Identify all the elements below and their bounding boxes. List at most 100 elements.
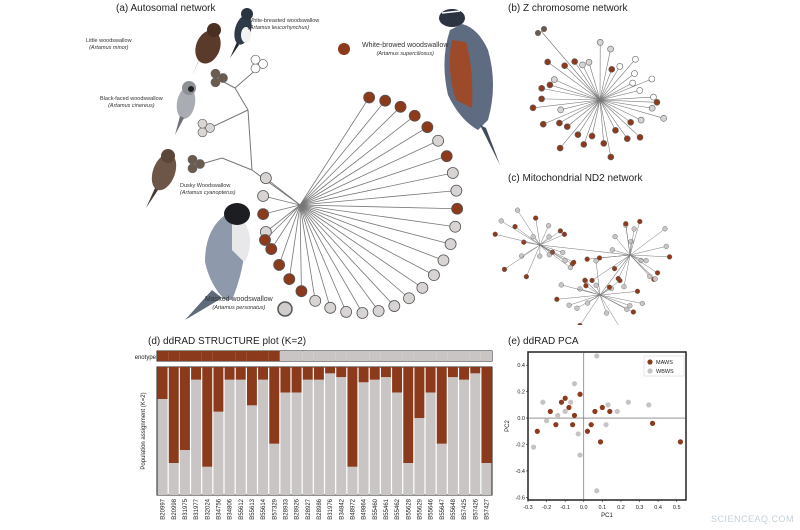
phenotype-cell xyxy=(358,351,370,361)
z-outgroup-node xyxy=(535,30,541,36)
structure-bar-wbws xyxy=(179,450,190,495)
legend-white-browed-woodswallow: White-browed woodswallow(Artamus superci… xyxy=(362,42,449,57)
sample-label: B57426 xyxy=(473,498,479,519)
autosomal-tip-node xyxy=(379,94,392,107)
sample-label: B55646 xyxy=(429,498,435,519)
z-tip-node xyxy=(596,39,604,46)
autosomal-tip-node xyxy=(421,121,434,134)
pca-legend-swatch xyxy=(647,368,653,374)
mito-node xyxy=(631,226,637,232)
pca-point-wbws xyxy=(568,399,574,405)
pca-point-maws xyxy=(588,422,594,428)
panel-b-title: (b) Z chromosome network xyxy=(508,3,628,14)
z-tip-node xyxy=(648,104,656,112)
structure-bar-maws xyxy=(459,367,470,380)
structure-bar-wbws xyxy=(325,373,336,495)
phenotype-cell xyxy=(235,351,247,361)
mito-node xyxy=(593,282,599,288)
mito-node xyxy=(624,306,630,312)
z-tip-node xyxy=(632,55,639,63)
pca-point-maws xyxy=(677,439,684,445)
pca-point-maws xyxy=(649,420,656,426)
mito-node xyxy=(643,258,649,264)
mito-node xyxy=(634,288,641,294)
structure-bar-wbws xyxy=(168,463,179,495)
autosomal-tip-node xyxy=(273,259,286,271)
pca-point-maws xyxy=(592,408,598,415)
autosomal-tip-node xyxy=(408,109,421,122)
pca-legend-label: MAWS xyxy=(656,360,673,366)
mito-node xyxy=(652,276,658,282)
panel-e-title: (e) ddRAD PCA xyxy=(508,336,579,347)
pca-point-wbws xyxy=(646,402,652,408)
structure-bar-maws xyxy=(358,367,369,383)
z-tip-node xyxy=(544,58,551,66)
z-tip-node xyxy=(627,119,634,126)
structure-bar-wbws xyxy=(246,405,257,495)
outgroup-node xyxy=(195,159,205,169)
structure-bar-maws xyxy=(157,367,168,399)
pca-point-wbws xyxy=(562,408,568,415)
structure-bar-maws xyxy=(447,367,458,378)
mito-node xyxy=(545,223,552,229)
structure-bar-wbws xyxy=(436,443,447,495)
pca-point-wbws xyxy=(614,408,620,415)
pca-point-wbws xyxy=(605,402,611,408)
mito-node xyxy=(557,228,563,234)
phenotype-cell xyxy=(380,351,392,361)
autosomal-tip-node xyxy=(324,301,337,314)
phenotype-cell xyxy=(436,351,448,361)
autosomal-tip-node xyxy=(340,305,353,318)
structure-bar-maws xyxy=(425,367,436,393)
sample-label: B57425 xyxy=(462,498,468,519)
structure-bar-wbws xyxy=(403,463,414,495)
mito-node xyxy=(577,322,583,325)
black-faced-woodswallow-illustration xyxy=(175,81,196,135)
z-tip-node xyxy=(623,135,631,142)
structure-bar-wbws xyxy=(313,379,324,495)
pca-legend-label: WBWS xyxy=(656,369,674,375)
phenotype-cell xyxy=(413,351,425,361)
mito-node xyxy=(647,273,653,279)
z-tip-node xyxy=(550,76,558,83)
outgroup-node xyxy=(258,59,268,69)
mito-node xyxy=(606,284,613,290)
mito-node xyxy=(566,302,572,308)
phenotype-cell xyxy=(324,351,336,361)
pca-xlabel: PC1 xyxy=(601,513,613,519)
z-tip-node xyxy=(629,79,636,87)
structure-bar-maws xyxy=(336,367,347,378)
mito-node xyxy=(583,283,589,289)
z-tip-node xyxy=(556,119,563,127)
mito-node xyxy=(662,226,668,232)
sample-label: B49864 xyxy=(362,498,368,519)
watermark: SCIENCEAQ.COM xyxy=(710,514,794,524)
sample-label: B34806 xyxy=(228,498,234,519)
pca-point-wbws xyxy=(603,422,609,428)
mito-node xyxy=(584,256,590,262)
autosomal-tip-node xyxy=(440,150,453,163)
pca-point-wbws xyxy=(594,488,600,494)
mito-node xyxy=(666,254,673,260)
pca-ytick: -0.4 xyxy=(516,469,525,475)
mito-node xyxy=(611,266,618,272)
sample-label: B28927 xyxy=(306,498,312,519)
sample-label: B55629 xyxy=(417,498,423,519)
white-browed-woodswallow-illustration xyxy=(439,9,500,165)
sample-label: B55628 xyxy=(406,498,412,519)
phenotype-cell xyxy=(346,351,358,361)
z-tip-node xyxy=(539,120,547,128)
autosomal-tip-node xyxy=(449,220,462,233)
autosomal-tip-node xyxy=(356,307,369,319)
structure-bar-wbws xyxy=(336,377,347,495)
z-tip-node xyxy=(637,116,645,124)
pca-point-wbws xyxy=(594,353,600,359)
mito-node xyxy=(554,296,560,302)
phenotype-cell xyxy=(257,351,269,361)
mito-node xyxy=(582,277,588,283)
structure-bar-wbws xyxy=(481,463,492,495)
legend-swatch-white-browed xyxy=(338,43,350,55)
pca-point-maws xyxy=(534,428,540,434)
z-tip-node xyxy=(579,61,586,69)
